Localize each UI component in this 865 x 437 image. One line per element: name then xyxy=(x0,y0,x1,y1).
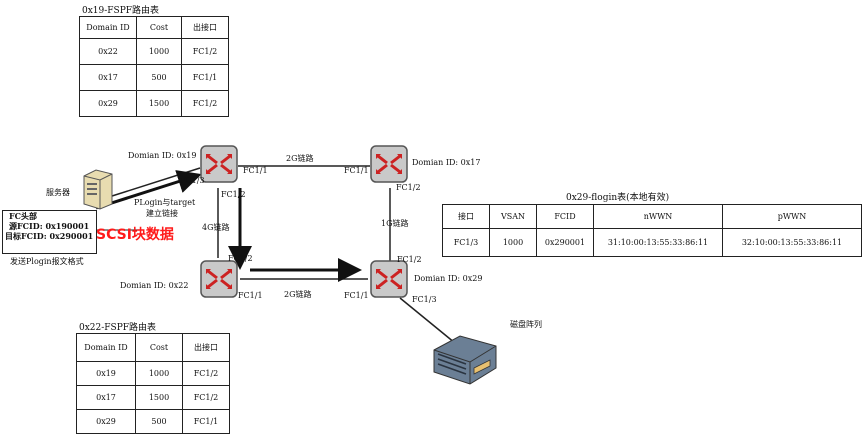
fc-header-title: FC头部 xyxy=(9,211,38,221)
table-cell: 0x19 xyxy=(76,361,136,386)
server-label: 服务器 xyxy=(46,188,70,197)
switch-label-0x22: Domian ID: 0x22 xyxy=(120,281,189,290)
table-header: FCID xyxy=(536,204,594,229)
table-header: Cost xyxy=(135,333,183,362)
table-cell: FC1/3 xyxy=(442,228,490,257)
port-label: FC1/2 xyxy=(397,255,422,264)
table-header: 出接口 xyxy=(182,333,230,362)
table-cell: 0x29 xyxy=(79,90,137,117)
link-label-top: 2G链路 xyxy=(286,154,314,163)
table-cell: 1500 xyxy=(136,90,182,117)
port-label: FC1/1 xyxy=(344,166,369,175)
fc-header-box: FC头部 源FCID: 0x190001 目标FCID: 0x290001 xyxy=(2,210,97,254)
fc-switch-icon xyxy=(370,145,408,183)
fc-switch-icon xyxy=(200,145,238,183)
port-label: FC1/3 xyxy=(412,295,437,304)
server-icon xyxy=(83,169,113,210)
bottom-table-caption: 0x22-FSPF路由表 xyxy=(79,323,157,333)
table-header: Domain ID xyxy=(79,16,137,39)
table-cell: FC1/1 xyxy=(182,409,230,434)
link-s29-disk xyxy=(399,297,456,344)
table-header: 出接口 xyxy=(181,16,229,39)
table-cell: FC1/2 xyxy=(182,361,230,386)
table-cell: 0x290001 xyxy=(536,228,594,257)
top-table-caption: 0x19-FSPF路由表 xyxy=(82,6,160,16)
port-label: FC1/2 xyxy=(221,190,246,199)
table-cell: 0x22 xyxy=(79,38,137,65)
table-cell: FC1/1 xyxy=(181,64,229,91)
scsi-block-label: SCSI块数据 xyxy=(96,227,174,243)
table-cell: FC1/2 xyxy=(182,385,230,410)
port-label: FC1/3 xyxy=(180,176,205,185)
table-cell: 0x17 xyxy=(79,64,137,91)
plogin-note-line2: 建立链接 xyxy=(146,209,178,218)
table-header: Cost xyxy=(136,16,182,39)
link-label-left: 4G链路 xyxy=(202,223,230,232)
table-cell: 500 xyxy=(136,64,182,91)
table-cell: 1000 xyxy=(489,228,537,257)
fc-header-source: 源FCID: 0x190001 xyxy=(9,221,90,231)
table-cell: 0x29 xyxy=(76,409,136,434)
table-header: VSAN xyxy=(489,204,537,229)
port-label: FC1/1 xyxy=(243,166,268,175)
switch-label-0x19: Domian ID: 0x19 xyxy=(128,151,197,160)
table-header: nWWN xyxy=(593,204,723,229)
table-cell: 500 xyxy=(135,409,183,434)
table-cell: 0x17 xyxy=(76,385,136,410)
table-cell: 31:10:00:13:55:33:86:11 xyxy=(593,228,723,257)
switch-label-0x17: Domian ID: 0x17 xyxy=(412,158,481,167)
link-label-right: 1G链路 xyxy=(381,219,409,228)
port-label: FC1/2 xyxy=(396,183,421,192)
fc-header-target: 目标FCID: 0x290001 xyxy=(5,231,94,241)
table-cell: FC1/2 xyxy=(181,90,229,117)
table-header: 接口 xyxy=(442,204,490,229)
switch-label-0x29: Domian ID: 0x29 xyxy=(414,274,483,283)
port-label: FC1/2 xyxy=(228,254,253,263)
link-label-bottom: 2G链路 xyxy=(284,290,312,299)
table-cell: 1500 xyxy=(135,385,183,410)
bottom-fspf-table: Domain ID Cost 出接口 0x19 1000 FC1/2 0x17 … xyxy=(76,333,230,434)
fc-switch-icon xyxy=(200,260,238,298)
disk-array-label: 磁盘阵列 xyxy=(510,320,542,329)
table-cell: 1000 xyxy=(135,361,183,386)
disk-array-icon xyxy=(433,335,497,385)
port-label: FC1/1 xyxy=(238,291,263,300)
table-cell: 32:10:00:13:55:33:86:11 xyxy=(722,228,862,257)
flogin-table-caption: 0x29-flogin表(本地有效) xyxy=(566,193,670,203)
table-cell: FC1/2 xyxy=(181,38,229,65)
flogin-table: 接口 VSAN FCID nWWN pWWN FC1/3 1000 0x2900… xyxy=(442,204,862,257)
top-fspf-table: Domain ID Cost 出接口 0x22 1000 FC1/2 0x17 … xyxy=(79,16,229,117)
fc-switch-icon xyxy=(370,260,408,298)
send-plogin-caption: 发送Plogin报文格式 xyxy=(10,257,84,266)
table-cell: 1000 xyxy=(136,38,182,65)
flow-arrow-server-s19 xyxy=(95,170,202,210)
plogin-note-line1: PLogin与target xyxy=(134,198,196,207)
table-header: pWWN xyxy=(722,204,862,229)
port-label: FC1/1 xyxy=(344,291,369,300)
table-header: Domain ID xyxy=(76,333,136,362)
